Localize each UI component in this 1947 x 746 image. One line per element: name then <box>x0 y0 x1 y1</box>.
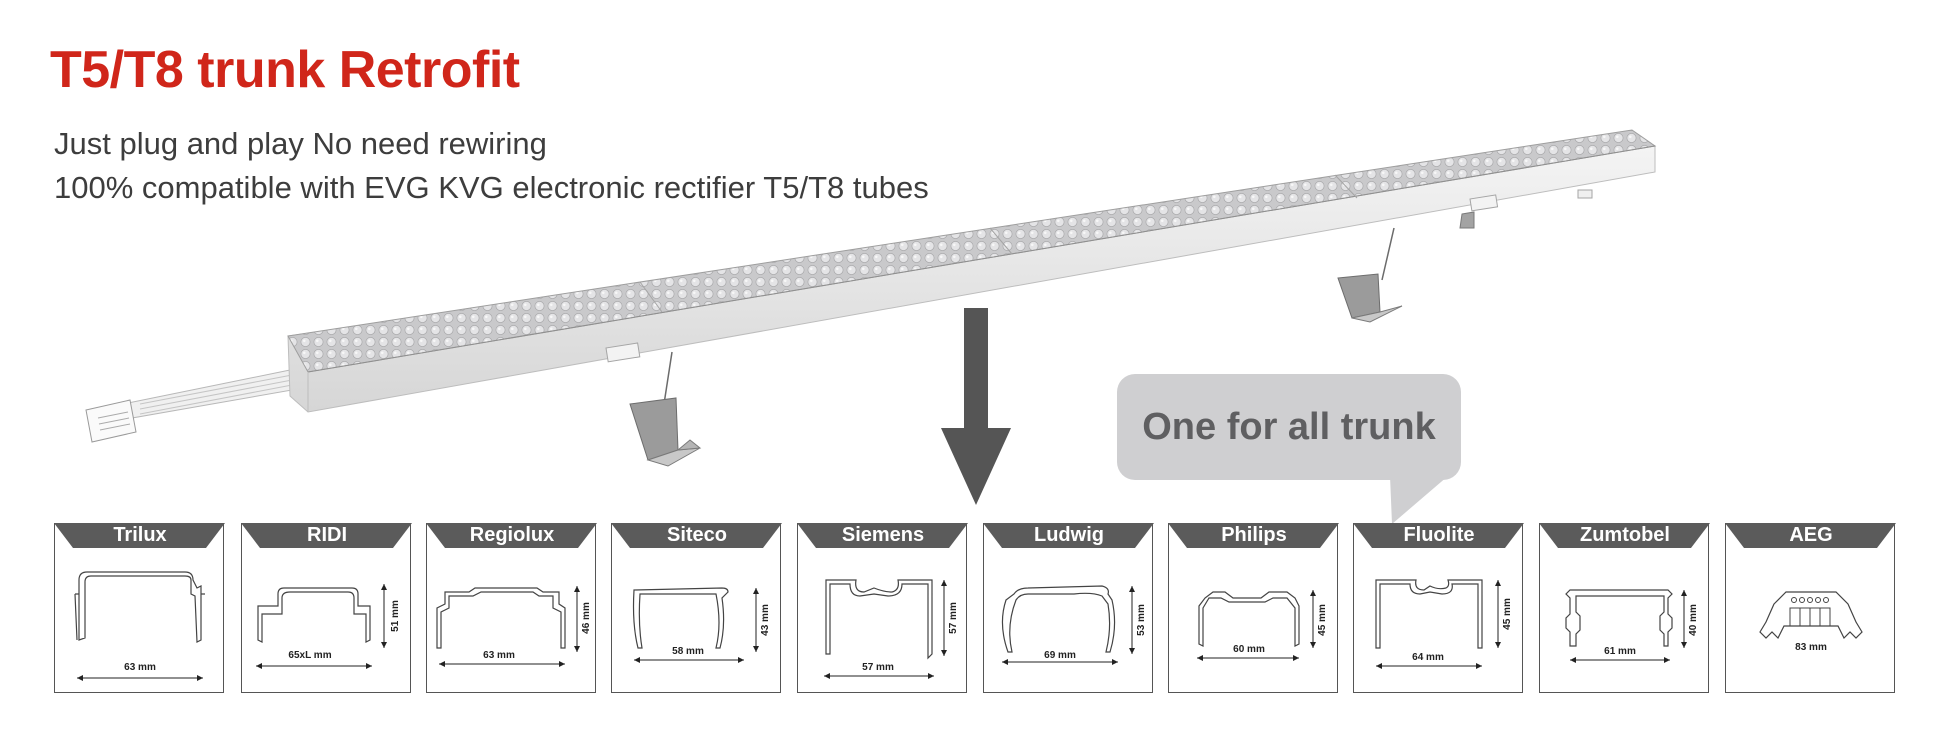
philips-profile-icon: 60 mm 45 mm <box>1197 590 1328 661</box>
width-dimension: 83 mm <box>1795 642 1827 653</box>
profile-card-fluolite: Fluolite 64 mm 45 mm <box>1353 523 1524 693</box>
compatibility-profiles: Trilux 63 mm RIDI 65xL mm 51 mm Regiolux <box>54 523 1900 695</box>
height-dimension: 46 mm <box>581 602 592 634</box>
connector-wires <box>85 369 293 443</box>
width-dimension: 69 mm <box>1044 650 1076 661</box>
aeg-profile-icon: 83 mm <box>1759 591 1863 653</box>
callout-bubble: One for all trunk <box>1117 374 1461 480</box>
siteco-profile-icon: 58 mm 43 mm <box>632 587 771 663</box>
profile-card-siteco: Siteco 58 mm 43 mm <box>611 523 782 693</box>
profile-card-regiolux: Regiolux 63 mm 46 mm <box>426 523 597 693</box>
profile-card-ludwig: Ludwig 69 mm 53 mm <box>983 523 1154 693</box>
fluolite-profile-icon: 64 mm 45 mm <box>1375 579 1513 669</box>
profile-card-zumtobel: Zumtobel 61 mm 40 mm <box>1539 523 1710 693</box>
brand-label: Zumtobel <box>1580 524 1670 546</box>
width-dimension: 58 mm <box>672 646 704 657</box>
siemens-profile-icon: 57 mm 57 mm <box>824 579 959 679</box>
brand-tab <box>1353 523 1524 548</box>
brand-tab <box>426 523 597 548</box>
subtitle-line-2: 100% compatible with EVG KVG electronic … <box>54 170 929 205</box>
width-dimension: 61 mm <box>1604 646 1636 657</box>
zumtobel-profile-icon: 61 mm 40 mm <box>1565 589 1699 663</box>
brand-tab <box>797 523 968 548</box>
hanging-clip-icon <box>1337 211 1475 323</box>
width-dimension: 57 mm <box>862 662 894 673</box>
height-dimension: 45 mm <box>1502 598 1513 630</box>
height-dimension: 43 mm <box>760 604 771 636</box>
profile-card-aeg: AEG 83 mm <box>1725 523 1896 693</box>
profile-card-ridi: RIDI 65xL mm 51 mm <box>241 523 412 693</box>
brand-label: Ludwig <box>1034 524 1104 546</box>
profile-card-trilux: Trilux 63 mm <box>54 523 225 693</box>
profile-card-philips: Philips 60 mm 45 mm <box>1168 523 1339 693</box>
brand-label: AEG <box>1789 524 1833 546</box>
width-dimension: 65xL mm <box>288 650 331 661</box>
height-dimension: 57 mm <box>948 602 959 634</box>
width-dimension: 64 mm <box>1412 652 1444 663</box>
brand-label: RIDI <box>307 524 347 546</box>
trilux-profile-icon: 63 mm <box>74 571 205 681</box>
brand-label: Philips <box>1221 524 1287 546</box>
ridi-profile-icon: 65xL mm 51 mm <box>256 584 401 669</box>
width-dimension: 60 mm <box>1233 644 1265 655</box>
brand-label: Regiolux <box>469 524 555 546</box>
ludwig-profile-icon: 69 mm 53 mm <box>1001 585 1147 665</box>
height-dimension: 51 mm <box>390 600 401 632</box>
down-arrow-icon <box>941 308 1011 505</box>
brand-tab <box>1168 523 1339 548</box>
brand-label: Trilux <box>113 524 167 546</box>
brand-tab <box>983 523 1154 548</box>
hanging-clip-icon <box>629 351 702 467</box>
page-title: T5/T8 trunk Retrofit <box>50 41 520 99</box>
brand-label: Fluolite <box>1403 524 1475 546</box>
brand-label: Siemens <box>841 524 925 546</box>
profile-card-siemens: Siemens 57 mm 57 mm <box>797 523 968 693</box>
width-dimension: 63 mm <box>483 650 515 661</box>
brand-tab <box>54 523 225 548</box>
brand-tab <box>1725 523 1896 548</box>
subtitle-line-1: Just plug and play No need rewiring <box>54 126 547 161</box>
brand-label: Siteco <box>666 524 728 546</box>
callout-tail <box>1390 476 1448 524</box>
regiolux-profile-icon: 63 mm 46 mm <box>436 586 592 667</box>
height-dimension: 53 mm <box>1136 604 1147 636</box>
brand-tab <box>1539 523 1710 548</box>
brand-tab <box>241 523 412 548</box>
height-dimension: 40 mm <box>1688 604 1699 636</box>
brand-tab <box>611 523 782 548</box>
height-dimension: 45 mm <box>1317 604 1328 636</box>
callout-text: One for all trunk <box>1142 405 1436 448</box>
width-dimension: 63 mm <box>124 662 156 673</box>
